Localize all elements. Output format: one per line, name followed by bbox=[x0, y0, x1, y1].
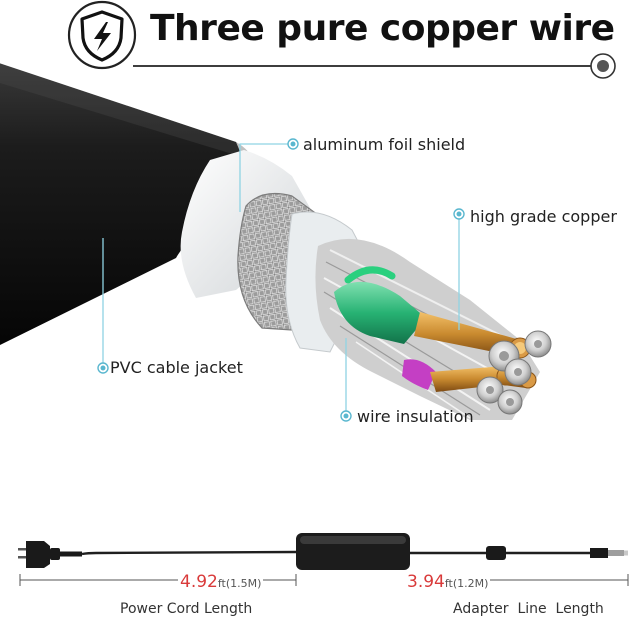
magenta-wire bbox=[402, 359, 436, 390]
page-title: Three pure copper wire bbox=[150, 8, 615, 49]
callout-pvc-jacket: PVC cable jacket bbox=[110, 358, 243, 377]
power-cord-length: 4.92ft(1.5M) bbox=[178, 572, 264, 592]
dimension-lines bbox=[19, 574, 629, 586]
header-badge bbox=[67, 0, 137, 70]
adapter-line-length-unit: ft(1.2M) bbox=[444, 577, 489, 590]
ferrite-core-icon bbox=[486, 546, 506, 560]
adapter-line-length-value: 3.94 bbox=[407, 572, 445, 592]
target-dot-icon bbox=[590, 53, 616, 79]
pvc-jacket bbox=[0, 63, 244, 346]
dc-tip-icon bbox=[590, 548, 628, 558]
conductor-ends bbox=[476, 330, 552, 415]
power-cord-caption: Power Cord Length bbox=[120, 601, 253, 617]
callout-leaders bbox=[102, 143, 460, 415]
green-wire bbox=[334, 266, 426, 344]
adapter-brick-icon bbox=[296, 533, 410, 570]
power-adapter-diagram bbox=[18, 533, 629, 586]
adapter-line-length: 3.94ft(1.2M) bbox=[405, 572, 491, 592]
lightning-shield-icon bbox=[80, 10, 124, 62]
adapter-line-caption: Adapter Line Length bbox=[453, 601, 604, 617]
callout-wire-insulation: wire insulation bbox=[357, 407, 474, 426]
callout-copper: high grade copper bbox=[470, 207, 617, 226]
power-cord-length-unit: ft(1.5M) bbox=[217, 577, 262, 590]
callout-dots bbox=[97, 138, 465, 422]
power-cord-length-value: 4.92 bbox=[180, 572, 218, 592]
callout-foil-shield: aluminum foil shield bbox=[303, 135, 466, 154]
ac-plug-icon bbox=[18, 541, 60, 568]
